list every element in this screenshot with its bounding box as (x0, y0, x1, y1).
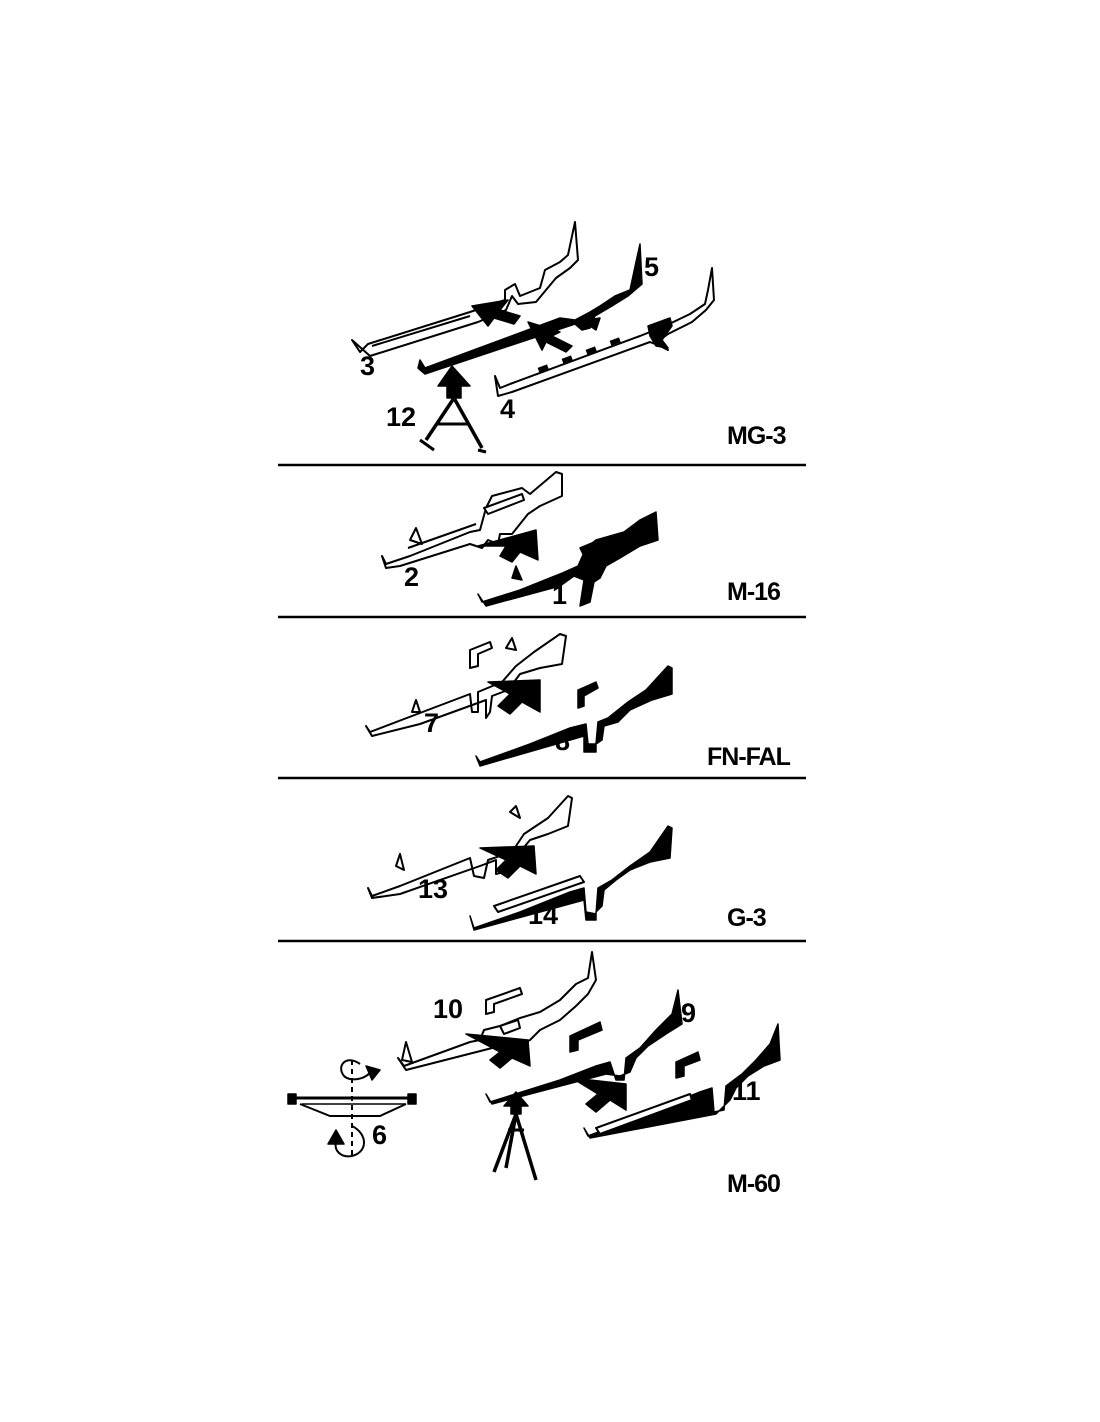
m60-bolt-assembly-solid (583, 1023, 781, 1139)
rotate-arrow-icon-2 (327, 1129, 345, 1145)
mg3-bipod (419, 397, 487, 454)
section-m60: 10 9 11 6 M-60 (287, 951, 781, 1198)
fnfal-barrel-assembly-solid (475, 665, 673, 767)
g3-barrel-assembly-solid (469, 825, 673, 931)
mg3-barrel-assembly-solid (417, 243, 643, 375)
m16-lower-receiver-solid (477, 511, 659, 607)
m60-bipod (492, 1113, 538, 1181)
callout-5: 5 (644, 252, 659, 282)
callout-6: 6 (372, 1120, 387, 1150)
section-title-g3: G-3 (727, 904, 766, 932)
section-m16: 2 1 M-16 (381, 471, 781, 610)
mg3-arrow-receiver-icon (471, 299, 521, 327)
callout-13: 13 (418, 874, 448, 904)
section-mg3: 3 5 4 12 MG-3 (351, 221, 787, 454)
m60-rotation-detail (287, 1059, 417, 1158)
callout-3: 3 (360, 351, 375, 381)
m60-receiver-outline (397, 951, 597, 1071)
callout-7: 7 (424, 708, 439, 738)
m60-arrow-bolt-icon (571, 1077, 627, 1113)
m16-upper-receiver-outline (381, 471, 563, 569)
fnfal-arrow-icon (487, 679, 541, 715)
callout-2: 2 (404, 562, 419, 592)
mg3-arrow-bipod-icon (437, 365, 471, 399)
callout-4: 4 (500, 394, 515, 424)
section-fnfal: 7 8 FN-FAL (365, 633, 792, 771)
m16-arrow-icon (477, 529, 539, 563)
g3-receiver-outline (367, 795, 573, 899)
callout-10: 10 (433, 994, 463, 1024)
mg3-arrow-bolt-icon (527, 321, 573, 353)
section-title-mg3: MG-3 (727, 422, 786, 450)
rotate-arrow-icon (365, 1065, 381, 1081)
section-title-fnfal: FN-FAL (707, 743, 791, 771)
callout-9: 9 (681, 998, 696, 1028)
callout-1: 1 (552, 580, 567, 610)
g3-arrow-icon (479, 845, 537, 879)
callout-8: 8 (555, 726, 570, 756)
callout-11: 11 (732, 1076, 761, 1106)
callout-12: 12 (386, 402, 416, 432)
fnfal-receiver-outline (365, 633, 567, 737)
mg3-bolt-assembly-outline (494, 267, 715, 397)
m60-barrel-assembly-solid (485, 989, 683, 1105)
section-title-m16: M-16 (727, 578, 780, 606)
section-g3: 13 14 G-3 (367, 795, 767, 932)
callout-14: 14 (528, 900, 558, 930)
m60-arrow-receiver-icon (465, 1033, 531, 1069)
section-title-m60: M-60 (727, 1170, 780, 1198)
